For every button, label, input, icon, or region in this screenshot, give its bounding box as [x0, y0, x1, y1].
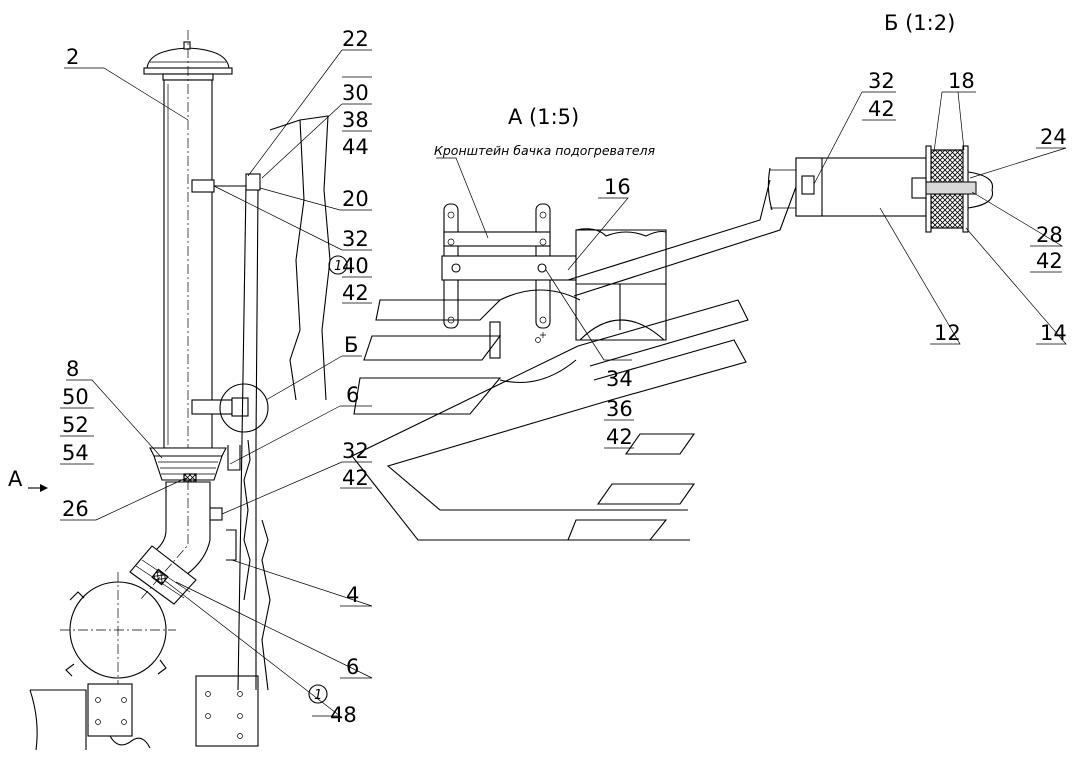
callout-42: 42 — [342, 281, 369, 305]
callout-42: 42 — [1036, 249, 1063, 273]
view-a-title: А (1:5) — [508, 105, 579, 129]
callout-40: 40 — [342, 254, 369, 278]
bottom-mount — [29, 675, 259, 751]
callout-b: Б — [344, 333, 358, 357]
callout-48: 48 — [330, 703, 357, 727]
callout-2: 2 — [66, 45, 79, 69]
callout-42: 42 — [868, 97, 895, 121]
vertical-pipe — [163, 30, 213, 470]
callout-32: 32 — [342, 439, 369, 463]
heater-tank — [489, 228, 667, 383]
callout-50: 50 — [62, 385, 89, 409]
callout-8: 8 — [66, 357, 79, 381]
view-a — [351, 175, 801, 541]
callout-26: 26 — [62, 497, 89, 521]
callout-4: 4 — [346, 583, 359, 607]
leader-lines — [60, 49, 1067, 717]
detail-circle-b — [219, 383, 269, 433]
callout-32: 32 — [868, 69, 895, 93]
heater-tank-bracket — [441, 203, 577, 343]
label-stacks — [60, 76, 1062, 489]
mark-1: 1 — [314, 688, 322, 703]
callout-24: 24 — [1040, 125, 1067, 149]
callout-34: 34 — [606, 367, 633, 391]
flex-joint — [149, 447, 227, 483]
callout-18: 18 — [948, 69, 975, 93]
cab-frame — [226, 115, 331, 691]
view-b-title: Б (1:2) — [884, 11, 955, 35]
callout-20: 20 — [342, 187, 369, 211]
callout-32: 32 — [342, 227, 369, 251]
callout-28: 28 — [1036, 223, 1063, 247]
callout-30: 30 — [342, 81, 369, 105]
rubber-pad-b — [911, 145, 994, 233]
lower-bend-pipe — [129, 480, 211, 605]
callout-52: 52 — [62, 413, 89, 437]
mark-1: 1 — [334, 259, 342, 274]
callout-12: 12 — [934, 321, 961, 345]
callout-44: 44 — [342, 135, 369, 159]
muffler — [60, 572, 176, 688]
bracket-caption: Кронштейн бачка подогревателя — [434, 143, 656, 158]
callout-38: 38 — [342, 108, 369, 132]
main-view — [28, 30, 331, 751]
frame-outline-a — [351, 175, 801, 541]
text-labels: 2 22 30 38 44 20 32 40 42 1 Б 6 32 42 8 … — [8, 11, 1067, 727]
callout-36: 36 — [606, 397, 633, 421]
callout-42: 42 — [606, 425, 633, 449]
view-b — [767, 145, 994, 233]
callout-6: 6 — [346, 655, 359, 679]
view-arrow-a — [28, 484, 48, 492]
callout-16: 16 — [604, 175, 631, 199]
callout-22: 22 — [342, 27, 369, 51]
callout-42: 42 — [342, 466, 369, 490]
callout-54: 54 — [62, 441, 89, 465]
callout-14: 14 — [1040, 321, 1067, 345]
view-arrow-a-label: А — [8, 467, 23, 491]
clamp-tube-b — [767, 157, 927, 217]
callout-6: 6 — [346, 383, 359, 407]
